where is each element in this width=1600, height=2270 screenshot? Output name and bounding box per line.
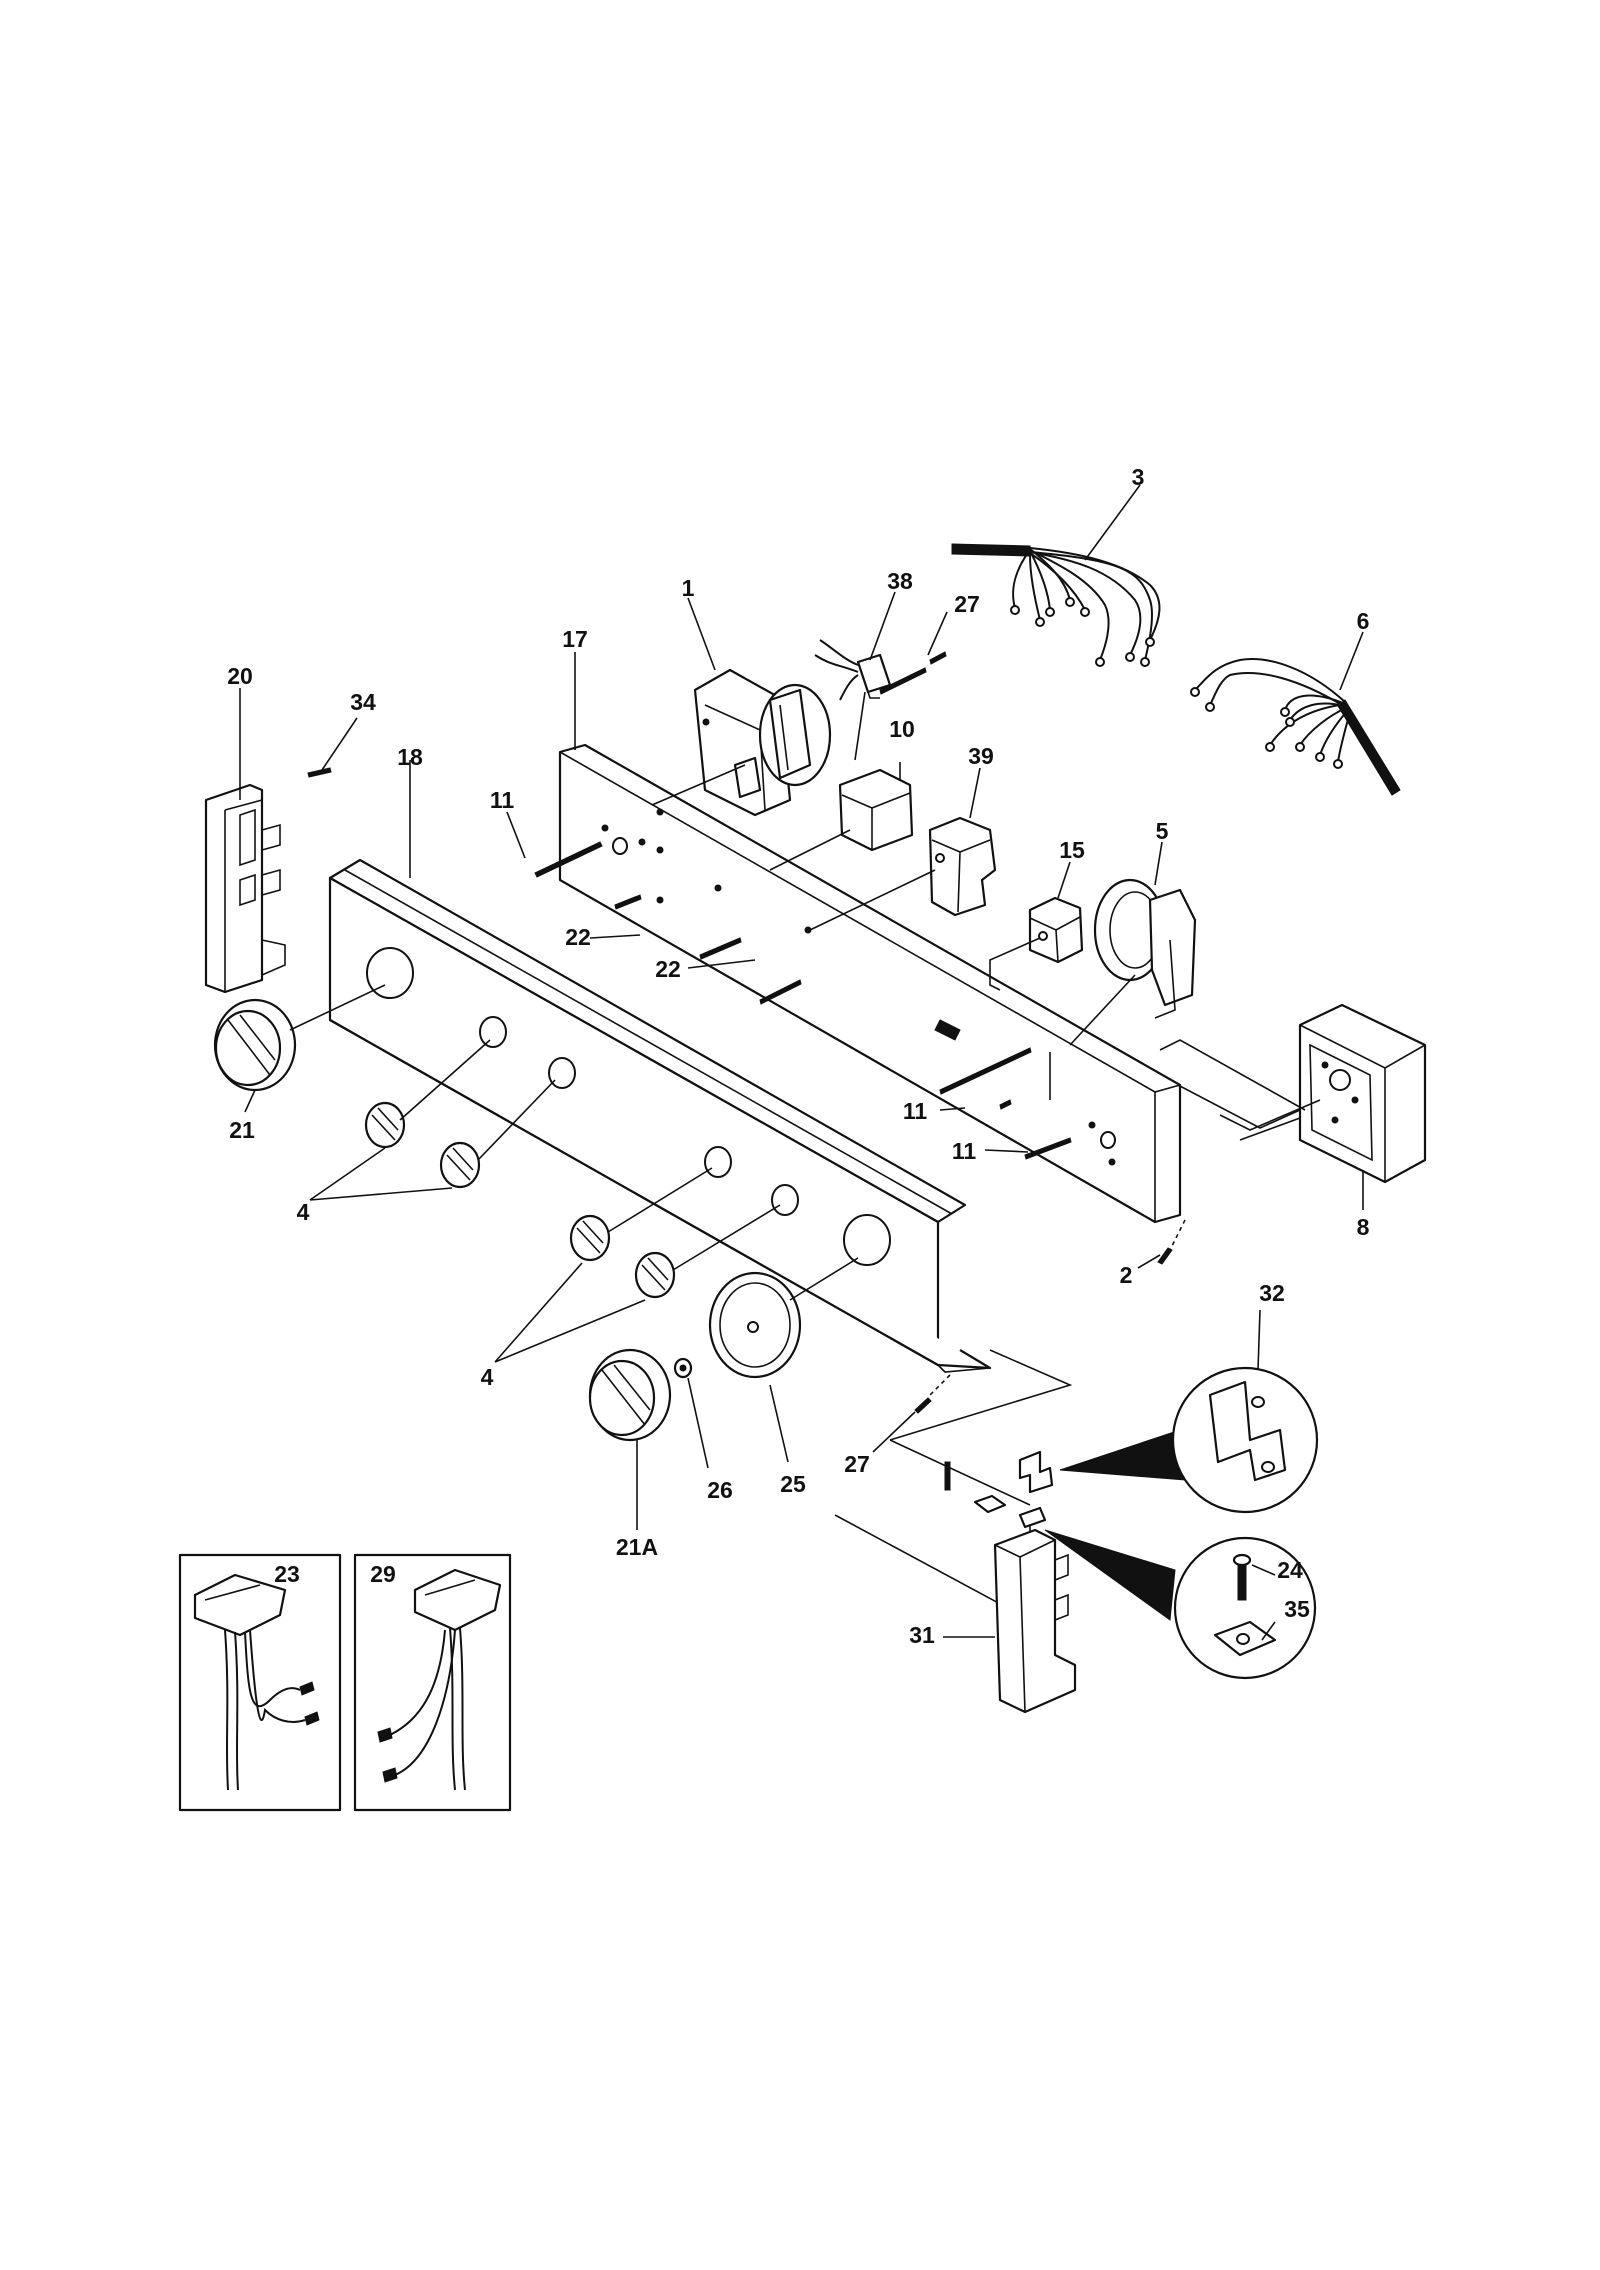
callout-20: 20 bbox=[227, 663, 253, 689]
switch-38 bbox=[814, 639, 892, 761]
callout-34: 34 bbox=[350, 689, 376, 715]
callout-11-a: 11 bbox=[490, 787, 515, 813]
wire-harness-3 bbox=[951, 543, 1161, 667]
callout-11-b: 11 bbox=[903, 1098, 928, 1124]
pressure-switch-5 bbox=[1069, 878, 1197, 1046]
knob-21 bbox=[213, 984, 386, 1092]
callout-23: 23 bbox=[274, 1561, 300, 1587]
callout-22-b: 22 bbox=[655, 956, 681, 982]
callout-22-a: 22 bbox=[565, 924, 591, 950]
callout-31: 31 bbox=[909, 1622, 935, 1648]
screws bbox=[307, 651, 1173, 1414]
inset-harness-29 bbox=[353, 1553, 512, 1812]
callout-24: 24 bbox=[1277, 1557, 1303, 1583]
switch-10 bbox=[769, 768, 914, 871]
bracket-32-small bbox=[1018, 1450, 1054, 1494]
callout-11-c: 11 bbox=[952, 1138, 977, 1164]
wire-harness-6 bbox=[1190, 658, 1401, 796]
timer-8 bbox=[1219, 1003, 1427, 1184]
callout-27-a: 27 bbox=[954, 591, 980, 617]
knob-21A bbox=[588, 1348, 672, 1442]
detail-magnifier-24-35 bbox=[1044, 1529, 1317, 1680]
selector-switch-15 bbox=[989, 896, 1084, 991]
switch-39 bbox=[809, 816, 997, 931]
end-cap-20 bbox=[204, 783, 286, 994]
knob-4-d bbox=[634, 1204, 781, 1299]
control-panel-back-17 bbox=[558, 743, 1182, 1224]
detail-magnifier-32 bbox=[1059, 1366, 1319, 1514]
callout-32: 32 bbox=[1259, 1280, 1285, 1306]
callout-6: 6 bbox=[1357, 608, 1370, 634]
callout-1: 1 bbox=[682, 575, 695, 601]
callout-labels: 1 2 3 4 4 5 6 8 10 11 11 11 15 17 18 20 … bbox=[227, 464, 1369, 1648]
callout-29: 29 bbox=[370, 1561, 396, 1587]
callout-5: 5 bbox=[1156, 818, 1169, 844]
dial-25 bbox=[708, 1257, 859, 1379]
callout-25: 25 bbox=[780, 1471, 806, 1497]
clip-35-small bbox=[944, 1461, 1047, 1529]
callout-35: 35 bbox=[1284, 1596, 1310, 1622]
callout-8: 8 bbox=[1357, 1214, 1370, 1240]
leader-lines bbox=[239, 484, 1364, 1641]
callout-18: 18 bbox=[397, 744, 423, 770]
callout-21A: 21A bbox=[616, 1534, 658, 1560]
callout-3: 3 bbox=[1132, 464, 1145, 490]
callout-4-a: 4 bbox=[297, 1199, 310, 1225]
callout-2: 2 bbox=[1120, 1262, 1133, 1288]
callout-27-b: 27 bbox=[844, 1451, 870, 1477]
callout-15: 15 bbox=[1059, 837, 1085, 863]
timer-1 bbox=[651, 668, 832, 817]
callout-21: 21 bbox=[229, 1117, 255, 1143]
knob-4-c bbox=[569, 1167, 713, 1262]
washer-26 bbox=[673, 1357, 693, 1379]
callout-17: 17 bbox=[562, 626, 588, 652]
end-cap-31 bbox=[993, 1528, 1077, 1714]
callout-39: 39 bbox=[968, 743, 994, 769]
inset-harness-23 bbox=[178, 1553, 342, 1812]
callout-38: 38 bbox=[887, 568, 913, 594]
callout-10: 10 bbox=[889, 716, 915, 742]
callout-26: 26 bbox=[707, 1477, 733, 1503]
console-panel-18 bbox=[328, 858, 992, 1373]
knob-4-b bbox=[439, 1079, 556, 1189]
knob-4-a bbox=[364, 1039, 491, 1149]
callout-4-b: 4 bbox=[481, 1364, 494, 1390]
